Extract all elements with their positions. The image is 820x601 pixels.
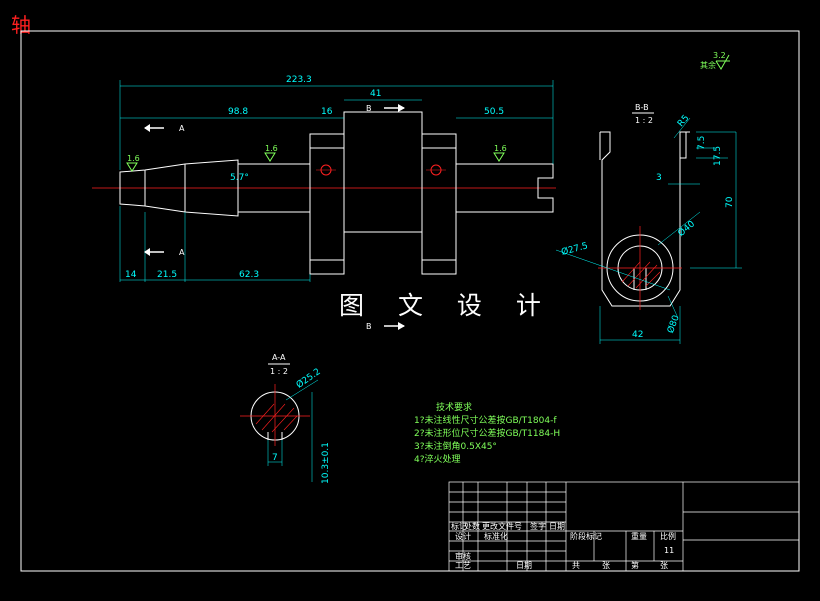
technical-notes: 技术要求 1?未注线性尺寸公差按GB/T1804-f 2?未注形位尺寸公差按GB… <box>414 402 560 467</box>
svg-text:标记: 标记 <box>451 521 467 531</box>
note-item: 1?未注线性尺寸公差按GB/T1804-f <box>414 416 557 426</box>
aa-d: Ø25.2 <box>294 366 323 391</box>
section-b-top: B <box>366 104 372 113</box>
section-b-bottom: B <box>366 322 372 331</box>
rough-3: 1.6 <box>494 144 507 153</box>
rough-1: 1.6 <box>127 154 140 163</box>
note-item: 3?未注倒角0.5X45° <box>414 442 497 452</box>
svg-text:日期: 日期 <box>549 522 565 531</box>
svg-text:更改文件号: 更改文件号 <box>482 521 522 531</box>
dim-angle: 5.7° <box>230 173 249 183</box>
aa-h: 10.3±0.1 <box>321 442 331 484</box>
svg-text:第: 第 <box>631 560 639 570</box>
svg-text:标准化: 标准化 <box>484 531 508 541</box>
dim-left: 98.8 <box>228 107 248 117</box>
drawing-frame <box>20 30 800 572</box>
svg-text:签字: 签字 <box>530 521 546 531</box>
dim-mid: 16 <box>321 107 333 117</box>
watermark-overlay: 图 文 设 计 <box>339 291 554 320</box>
view-aa: A-A 1 : 2 Ø25.2 7 10.3±0.1 <box>240 353 331 484</box>
section-a-bottom: A <box>179 248 185 257</box>
dim-b1: 14 <box>125 270 137 280</box>
bb-175: 17.5 <box>713 146 723 166</box>
main-view: 223.3 41 98.8 16 50.5 5.7° 14 21.5 62.3 … <box>92 75 556 331</box>
view-aa-scale: 1 : 2 <box>270 367 288 376</box>
svg-text:共: 共 <box>572 561 580 570</box>
svg-text:比例: 比例 <box>660 531 676 541</box>
svg-text:11: 11 <box>664 546 674 555</box>
notes-heading: 技术要求 <box>436 403 473 413</box>
bb-3: 3 <box>656 173 662 183</box>
roughness-value: 3.2 <box>713 51 726 60</box>
note-item: 4?淬火处理 <box>414 455 461 465</box>
title-block-text: 标记 处数 更改文件号 签字 日期 设计 标准化 审核 工艺 日期 阶段标记 重… <box>451 521 676 570</box>
bb-d80: Ø80 <box>665 313 682 334</box>
dim-b2: 21.5 <box>157 270 177 280</box>
rough-2: 1.6 <box>265 144 278 153</box>
section-a-top: A <box>179 124 185 133</box>
dim-b3: 62.3 <box>239 270 259 280</box>
roughness-note: 其余 3.2 <box>700 51 730 70</box>
view-bb: B-B 1 : 2 R5 7.5 17.5 <box>555 103 742 344</box>
view-aa-title: A-A <box>272 353 286 362</box>
svg-text:设计: 设计 <box>455 531 471 541</box>
svg-text:日期: 日期 <box>516 561 532 570</box>
view-bb-scale: 1 : 2 <box>635 116 653 125</box>
svg-text:张: 张 <box>660 561 668 570</box>
svg-text:张: 张 <box>602 561 610 570</box>
view-bb-title: B-B <box>635 103 649 112</box>
bb-42: 42 <box>632 330 643 340</box>
dim-overall: 223.3 <box>286 75 312 85</box>
title-block <box>448 481 800 572</box>
bb-d40: Ø40 <box>676 218 697 239</box>
svg-text:阶段标记: 阶段标记 <box>570 531 602 541</box>
bb-r5: R5 <box>676 113 691 129</box>
svg-text:工艺: 工艺 <box>455 561 471 570</box>
bb-75: 7.5 <box>697 136 707 150</box>
dim-center: 41 <box>370 89 381 99</box>
bb-d275: Ø27.5 <box>560 240 589 258</box>
note-item: 2?未注形位尺寸公差按GB/T1184-H <box>414 429 561 439</box>
svg-text:审核: 审核 <box>455 551 471 561</box>
svg-text:处数: 处数 <box>464 521 480 531</box>
roughness-label: 其余 <box>700 60 716 70</box>
aa-w: 7 <box>272 453 278 463</box>
svg-text:重量: 重量 <box>631 531 647 541</box>
dim-right: 50.5 <box>484 107 504 117</box>
bb-70: 70 <box>725 196 735 208</box>
